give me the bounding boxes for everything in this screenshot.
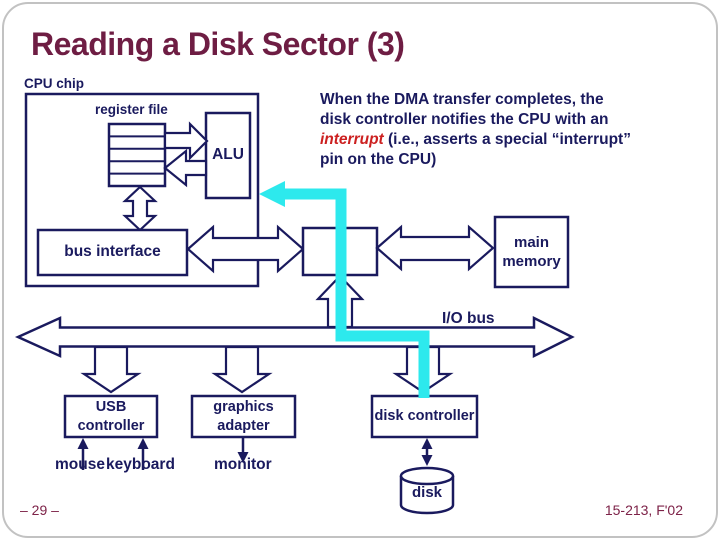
note-text: When the DMA transfer completes, the dis… [320, 90, 631, 170]
interrupt-arrow-head [259, 181, 285, 207]
graphics-adapter-label: graphics adapter [213, 398, 274, 434]
io-bus-label: I/O bus [442, 310, 495, 327]
bus-to-graphics-arrow [211, 345, 273, 394]
disk-cylinder-top [399, 466, 455, 486]
diskctrl-disk-up-head [421, 438, 433, 449]
regfile-to-alu-arrow [163, 121, 209, 161]
note-line-2: disk controller notifies the CPU with an [320, 111, 609, 128]
cpu-chip-label: CPU chip [24, 76, 85, 91]
interrupt-path [284, 188, 430, 398]
graphics-adapter-box [190, 394, 297, 439]
mouse-label: mouse [55, 456, 105, 473]
register-file-rows [109, 135, 165, 175]
bus-interface-box [36, 228, 189, 277]
bus-to-usb-arrow [80, 345, 142, 394]
note-line-1: When the DMA transfer completes, the [320, 91, 604, 108]
alu-to-regfile-arrow [163, 148, 208, 188]
monitor-arrow-head [237, 452, 249, 463]
course-footer: 15-213, F'02 [604, 502, 683, 518]
note-line-4: pin on the CPU) [320, 151, 437, 168]
page-number: – 29 – [20, 502, 59, 518]
mouse-arrow-head [77, 438, 89, 449]
main-memory-label: main memory [502, 233, 561, 271]
usb-controller-label: USB controller [77, 398, 145, 434]
alu-box [204, 111, 252, 200]
diskctrl-disk-down-head [421, 455, 433, 466]
page-title: Reading a Disk Sector (3) [31, 26, 405, 62]
disk-cylinder-body [399, 476, 455, 515]
disk-label: disk [411, 484, 442, 502]
note-line-3: interrupt (i.e., asserts a special “inte… [320, 130, 631, 150]
keyboard-arrow-head [137, 438, 149, 449]
peripheral-arrows [77, 438, 433, 470]
monitor-label: monitor [214, 456, 272, 473]
usb-controller-box [63, 394, 159, 439]
disk-controller-box [370, 394, 479, 439]
register-file-label: register file [95, 102, 168, 117]
register-file-box [107, 122, 167, 188]
alu-label: ALU [212, 146, 244, 164]
bus-interface-label: bus interface [64, 243, 161, 261]
disk-controller-label: disk controller [374, 408, 475, 425]
main-memory-box [493, 215, 570, 289]
memory-bus-arrow [375, 224, 495, 272]
note-line-3-rest: (i.e., asserts a special “interrupt” [383, 131, 631, 148]
keyboard-label: keyboard [106, 456, 175, 473]
interrupt-highlight: interrupt [320, 131, 384, 148]
